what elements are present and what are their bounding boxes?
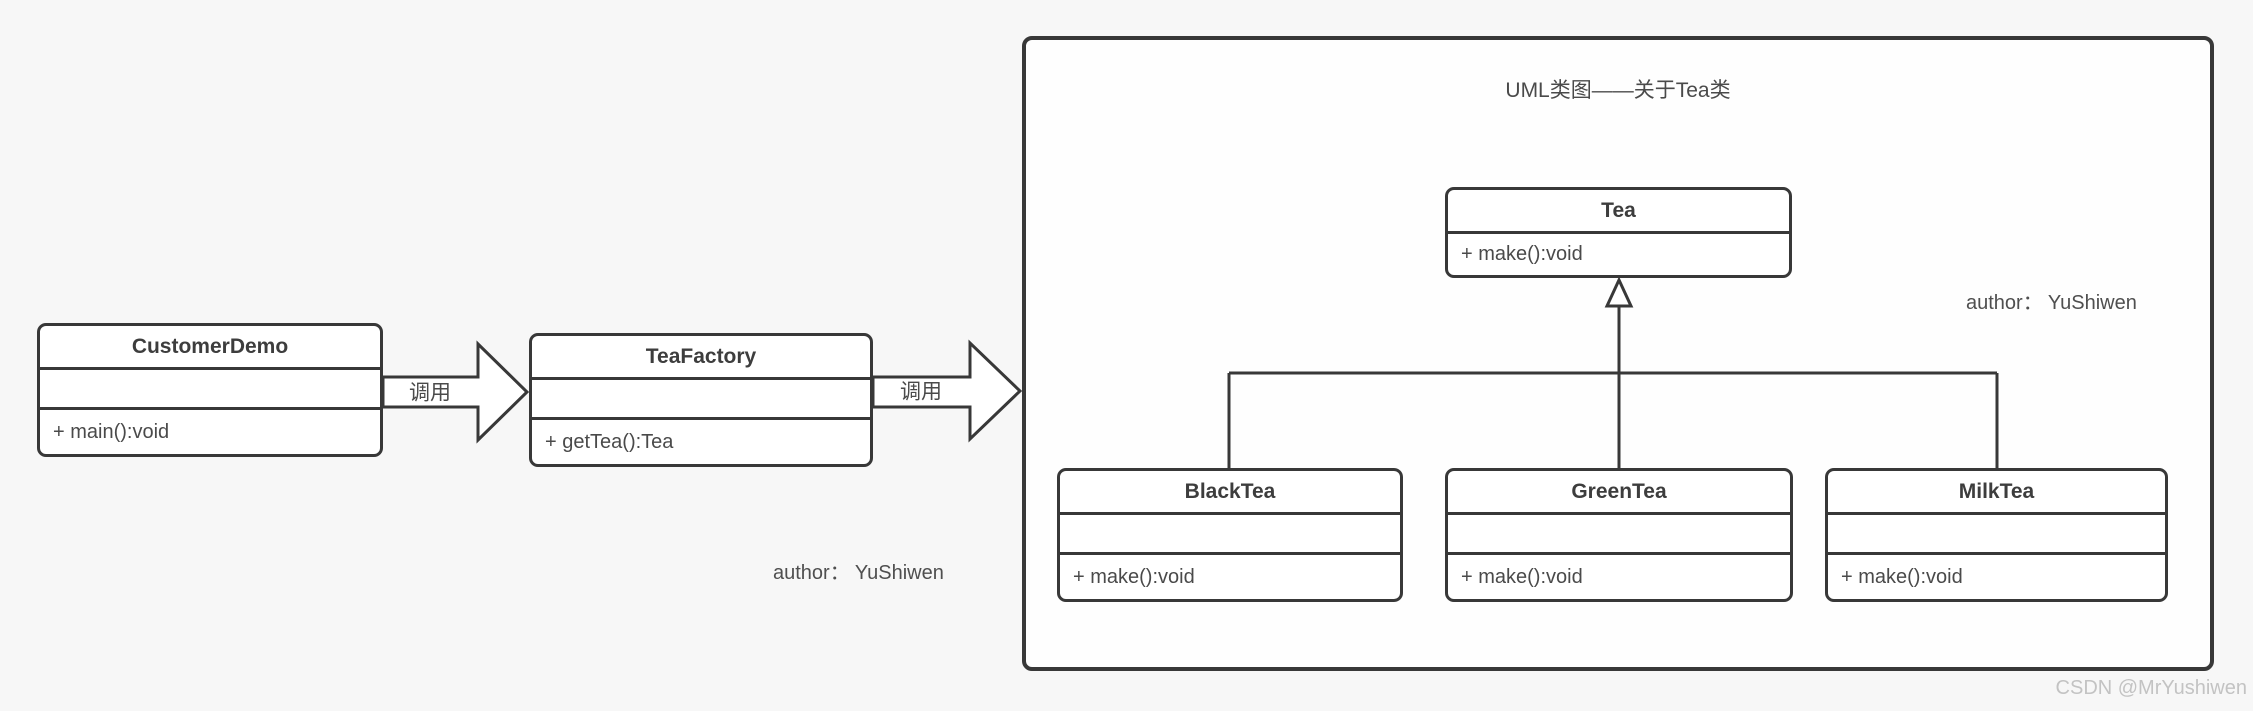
panel-title: UML类图——关于Tea类 — [1505, 79, 1731, 102]
csdn-watermark: CSDN @MrYushiwen — [2055, 677, 2247, 699]
class-name: MilkTea — [1828, 471, 2165, 515]
author-note-left: author： YuShiwen — [773, 562, 944, 584]
class-attributes-empty — [1060, 515, 1400, 555]
class-attributes-empty — [40, 370, 380, 410]
class-box-blacktea: BlackTea + make():void — [1057, 468, 1403, 602]
class-name: TeaFactory — [532, 336, 870, 380]
call-arrow-icon — [381, 340, 530, 444]
class-method: + make():void — [1073, 565, 1195, 588]
class-box-teafactory: TeaFactory + getTea():Tea — [529, 333, 873, 467]
class-attributes-empty — [1448, 515, 1790, 555]
class-attributes-empty — [532, 380, 870, 420]
call-arrow-label: 调用 — [900, 381, 942, 404]
author-note-panel: author： YuShiwen — [1966, 292, 2137, 314]
class-box-customerdemo: CustomerDemo + main():void — [37, 323, 383, 457]
class-name: GreenTea — [1448, 471, 1790, 515]
class-box-greentea: GreenTea + make():void — [1445, 468, 1793, 602]
class-attributes-empty — [1828, 515, 2165, 555]
class-method: + make():void — [1841, 565, 1963, 588]
class-method: + main():void — [53, 420, 170, 443]
class-name: Tea — [1448, 190, 1789, 234]
class-method: + make():void — [1461, 565, 1583, 588]
call-arrow-icon — [871, 339, 1023, 443]
class-method: + make():void — [1461, 243, 1583, 265]
class-box-milktea: MilkTea + make():void — [1825, 468, 2168, 602]
class-name: CustomerDemo — [40, 326, 380, 370]
call-arrow-label: 调用 — [409, 382, 451, 405]
class-box-tea: Tea + make():void — [1445, 187, 1792, 278]
class-method: + getTea():Tea — [545, 430, 674, 453]
class-name: BlackTea — [1060, 471, 1400, 515]
